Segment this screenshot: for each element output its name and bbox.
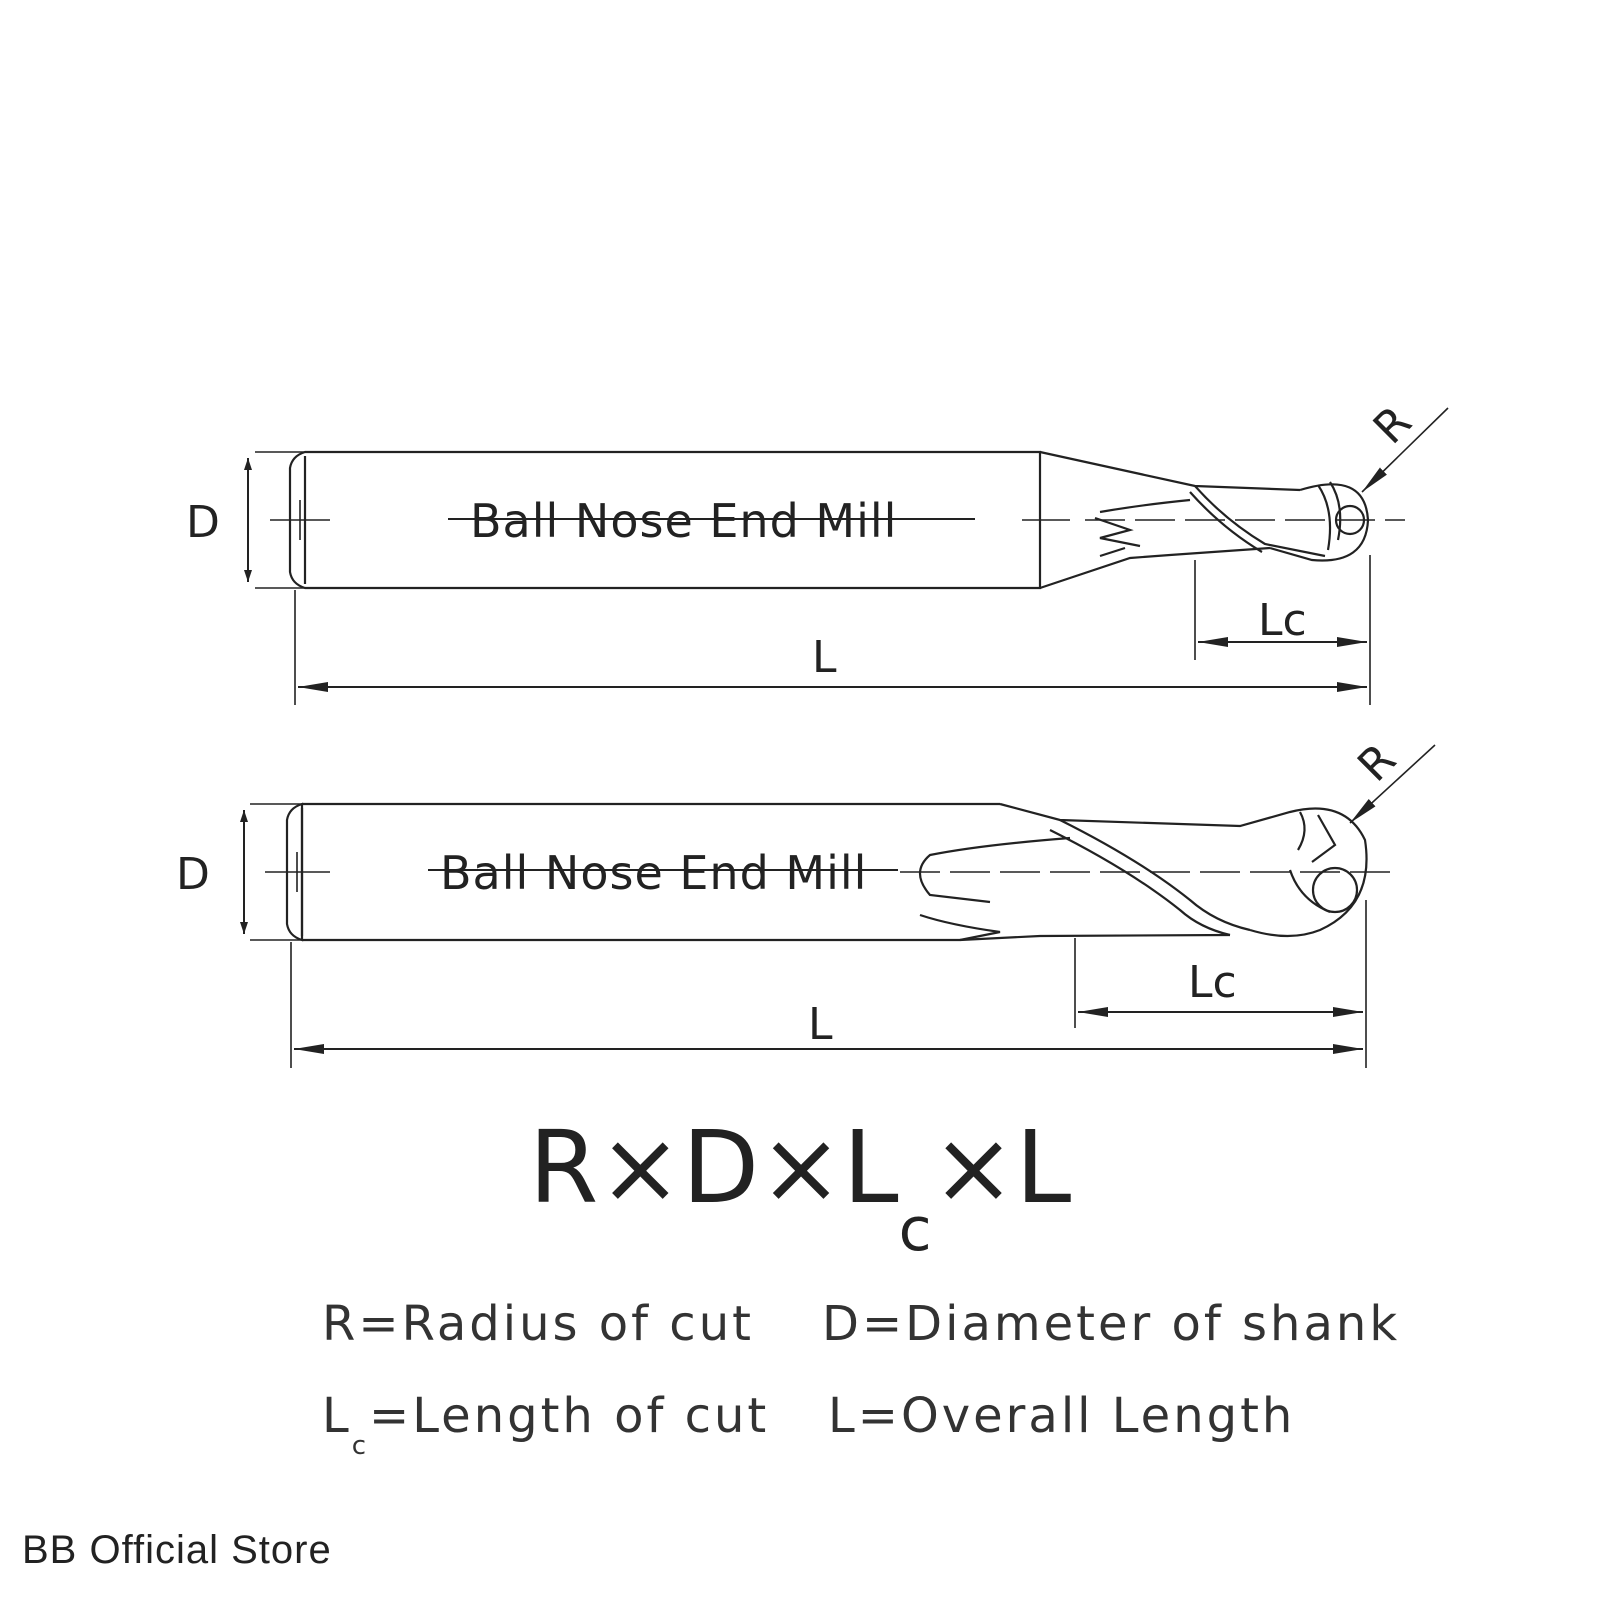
tool-1-length-label: L xyxy=(812,632,837,683)
formula-l: L xyxy=(1015,1109,1072,1226)
formula-subscript-c: c xyxy=(898,1195,932,1265)
legend-lc-prefix: L xyxy=(322,1388,352,1444)
formula-times: × xyxy=(759,1109,843,1226)
legend-diameter: D=Diameter of shank xyxy=(822,1296,1401,1352)
tool-2-shank xyxy=(285,802,1000,942)
store-name: BB Official Store xyxy=(22,1528,332,1572)
formula-times: × xyxy=(598,1109,683,1226)
tool-1 xyxy=(244,407,1449,705)
tool-2-diameter-label: D xyxy=(176,849,210,900)
tool-1-length-of-cut-label: Lc xyxy=(1258,595,1307,646)
legend-lc-subscript: c xyxy=(351,1431,370,1461)
tool-1-neck xyxy=(1039,450,1301,492)
tool-1-ball-tip xyxy=(1269,483,1370,562)
dimension-formula: R×D×Lc×L xyxy=(0,1118,1600,1261)
formula-l: L xyxy=(842,1109,899,1226)
tool-2-length-of-cut-label: Lc xyxy=(1188,957,1237,1008)
tool-2-length-label: L xyxy=(808,999,833,1050)
tool-2-name-label: Ball Nose End Mill xyxy=(440,846,867,900)
tool-2 xyxy=(240,744,1436,1068)
legend-radius: R=Radius of cut xyxy=(322,1296,754,1352)
legend-overall-length: L=Overall Length xyxy=(828,1388,1296,1444)
formula-d: D xyxy=(682,1109,760,1226)
legend-lc-text: =Length of cut xyxy=(369,1388,770,1444)
tool-2-flute-body xyxy=(999,802,1368,938)
formula-r: R xyxy=(528,1109,599,1226)
tool-1-name-label: Ball Nose End Mill xyxy=(470,494,897,548)
formula-times: × xyxy=(931,1109,1016,1226)
tool-1-diameter-label: D xyxy=(186,497,220,548)
legend-length-of-cut: Lc=Length of cut xyxy=(322,1388,770,1461)
tool-2-radius-label: R xyxy=(1348,734,1406,792)
tool-1-radius-label: R xyxy=(1364,396,1422,454)
